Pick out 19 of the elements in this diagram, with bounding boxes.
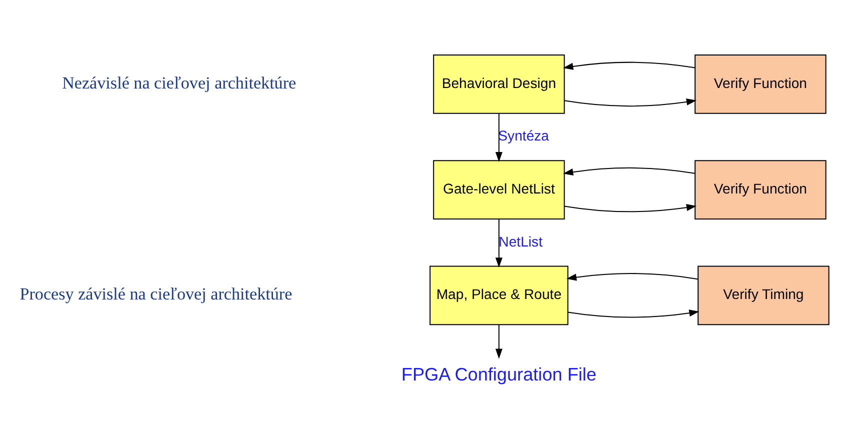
arrow [564,204,697,212]
node-box: Verify Function [694,54,826,114]
arrow [566,272,698,280]
arrow [568,309,700,318]
arrow [495,324,502,358]
arrow [563,166,696,176]
node-box: Verify Function [694,160,826,219]
arrow [495,218,502,268]
edge-label: NetList [498,232,542,249]
node-box: Behavioral Design [433,54,565,114]
node-box: Verify Timing [698,265,830,325]
node-box: Map, Place & Route [430,265,568,325]
arrow [564,98,697,106]
node-box: Gate-level NetList [433,160,565,219]
label: Procesy závislé na cieľovej architektúre [20,284,292,304]
node-text: FPGA Configuration File [401,364,597,384]
arrow [563,61,696,70]
label: Nezávislé na cieľovej architektúre [62,72,296,92]
arrow [495,113,502,162]
